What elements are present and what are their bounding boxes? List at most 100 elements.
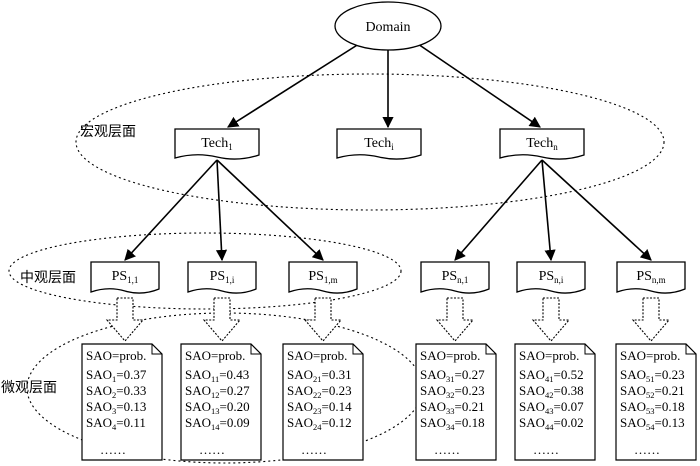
tech-node-shape <box>174 128 260 160</box>
micro-level-label: 微观层面 <box>1 380 57 396</box>
sao-row: SAO3=0.13 <box>86 399 146 416</box>
ps-node-shape <box>616 261 686 294</box>
sao-document-header: SAO=prob. <box>519 348 579 363</box>
ps-node-4: PSn,1 <box>420 261 490 294</box>
arrow-domain-tech-n <box>414 41 541 128</box>
macro-level-ellipse <box>75 73 665 211</box>
ps-node-5: PSn,i <box>516 261 586 294</box>
sao-row: SAO14=0.09 <box>185 415 250 432</box>
sao-document-shape <box>615 343 697 461</box>
sao-row: SAO44=0.02 <box>519 415 584 432</box>
ps-node-label: PS1,i <box>210 269 235 285</box>
sao-row: SAO52=0.21 <box>620 383 685 400</box>
meso-level-ellipse <box>8 232 402 310</box>
sao-row: SAO51=0.23 <box>620 367 685 384</box>
sao-more: …… <box>533 442 559 457</box>
sao-document-3: SAO=prob. SAO21=0.31SAO22=0.23SAO23=0.14S… <box>282 343 364 461</box>
ps-layer: PS1,1 PS1,i PS1,m PSn,1 PSn,i PSn,m <box>90 261 686 294</box>
hollow-arrow-1 <box>105 297 145 342</box>
hollow-arrow-6 <box>631 297 671 342</box>
hollow-arrow-2 <box>202 297 242 342</box>
sao-row: SAO4=0.11 <box>86 415 146 432</box>
sao-row: SAO31=0.27 <box>420 367 485 384</box>
sao-document-shape <box>415 343 497 461</box>
tech-node-label: Techi <box>364 136 394 152</box>
sao-row: SAO34=0.18 <box>420 415 485 432</box>
hollow-arrow-3 <box>303 297 343 342</box>
sao-document-header: SAO=prob. <box>185 348 245 363</box>
sao-row: SAO54=0.13 <box>620 415 685 432</box>
tech-node-3: Techn <box>499 128 585 160</box>
sao-document-1: SAO=prob. SAO1=0.37SAO2=0.33SAO3=0.13SAO4… <box>81 343 163 461</box>
tree-arrows <box>124 41 652 262</box>
sao-row: SAO22=0.23 <box>287 383 352 400</box>
ps-node-label: PSn,m <box>636 269 665 285</box>
sao-row: SAO24=0.12 <box>287 415 352 432</box>
arrow-domain-tech-1 <box>227 41 363 128</box>
tech-node-shape <box>336 128 422 160</box>
sao-more: …… <box>634 442 660 457</box>
sao-row: SAO12=0.27 <box>185 383 250 400</box>
sao-document-4: SAO=prob.SAO31=0.27SAO32=0.23SAO33=0.21S… <box>415 343 497 461</box>
ps-node-label: PS1,1 <box>112 269 139 285</box>
sao-row: SAO41=0.52 <box>519 367 584 384</box>
domain-node-label: Domain <box>365 20 410 35</box>
sao-more: …… <box>199 442 225 457</box>
arrow-tech-n-ps-4 <box>454 159 543 261</box>
arrow-tech-1-ps-1 <box>124 159 218 261</box>
domain-node-shape <box>334 1 442 51</box>
sao-row: SAO33=0.21 <box>420 399 485 416</box>
meso-level-label: 中观层面 <box>20 270 76 286</box>
ps-node-3: PS1,m <box>288 261 358 294</box>
arrow-tech-1-ps-3 <box>216 159 324 261</box>
sao-row: SAO42=0.38 <box>519 383 584 400</box>
sao-document-fold <box>485 344 496 355</box>
ps-node-shape <box>187 261 257 294</box>
sao-document-fold <box>685 344 696 355</box>
tech-node-2: Techi <box>336 128 422 160</box>
arrow-tech-1-ps-2 <box>215 159 228 262</box>
sao-document-header: SAO=prob. <box>420 348 480 363</box>
tech-node-label: Tech1 <box>201 136 233 152</box>
ps-node-label: PSn,1 <box>442 269 469 285</box>
sao-row: SAO13=0.20 <box>185 399 250 416</box>
ps-node-label: PS1,m <box>308 269 337 285</box>
arrow-tech-n-ps-6 <box>541 159 652 261</box>
sao-row: SAO1=0.37 <box>86 367 147 384</box>
sao-row: SAO23=0.14 <box>287 399 352 416</box>
sao-document-6: SAO=prob.SAO51=0.23SAO52=0.21SAO53=0.18S… <box>615 343 697 461</box>
sao-more: …… <box>100 442 126 457</box>
sao-document-shape <box>81 343 163 461</box>
ps-node-shape <box>516 261 586 294</box>
ps-node-shape <box>288 261 358 294</box>
sao-document-fold <box>250 344 261 355</box>
sao-document-2: SAO=prob. SAO11=0.43SAO12=0.27SAO13=0.20S… <box>180 343 262 461</box>
ps-node-2: PS1,i <box>187 261 257 294</box>
sao-document-fold <box>151 344 162 355</box>
sao-document-header: SAO=prob. <box>287 348 347 363</box>
sao-row: SAO43=0.07 <box>519 399 584 416</box>
tech-node-label: Techn <box>526 136 558 152</box>
sao-doc-layer: SAO=prob.SAO1=0.37SAO2=0.33SAO3=0.13SAO4… <box>81 343 697 461</box>
sao-more: …… <box>301 442 327 457</box>
macro-level-label: 宏观层面 <box>80 124 136 140</box>
ps-node-shape <box>420 261 490 294</box>
sao-row: SAO53=0.18 <box>620 399 685 416</box>
ps-node-label: PSn,i <box>539 269 564 285</box>
sao-document-header: SAO=prob. <box>86 348 146 363</box>
hollow-arrow-4 <box>435 297 475 342</box>
tech-layer: Tech1 Techi Techn <box>174 128 585 160</box>
sao-row: SAO21=0.31 <box>287 367 352 384</box>
sao-document-shape <box>282 343 364 461</box>
sao-document-fold <box>584 344 595 355</box>
arrow-tech-n-ps-5 <box>541 159 556 262</box>
hollow-arrows <box>105 297 671 342</box>
sao-document-shape <box>514 343 596 461</box>
sao-row: SAO11=0.43 <box>185 367 249 384</box>
sao-row: SAO2=0.33 <box>86 383 146 400</box>
sao-document-shape <box>180 343 262 461</box>
sao-document-fold <box>352 344 363 355</box>
ps-node-shape <box>90 261 160 294</box>
sao-more: …… <box>434 442 460 457</box>
